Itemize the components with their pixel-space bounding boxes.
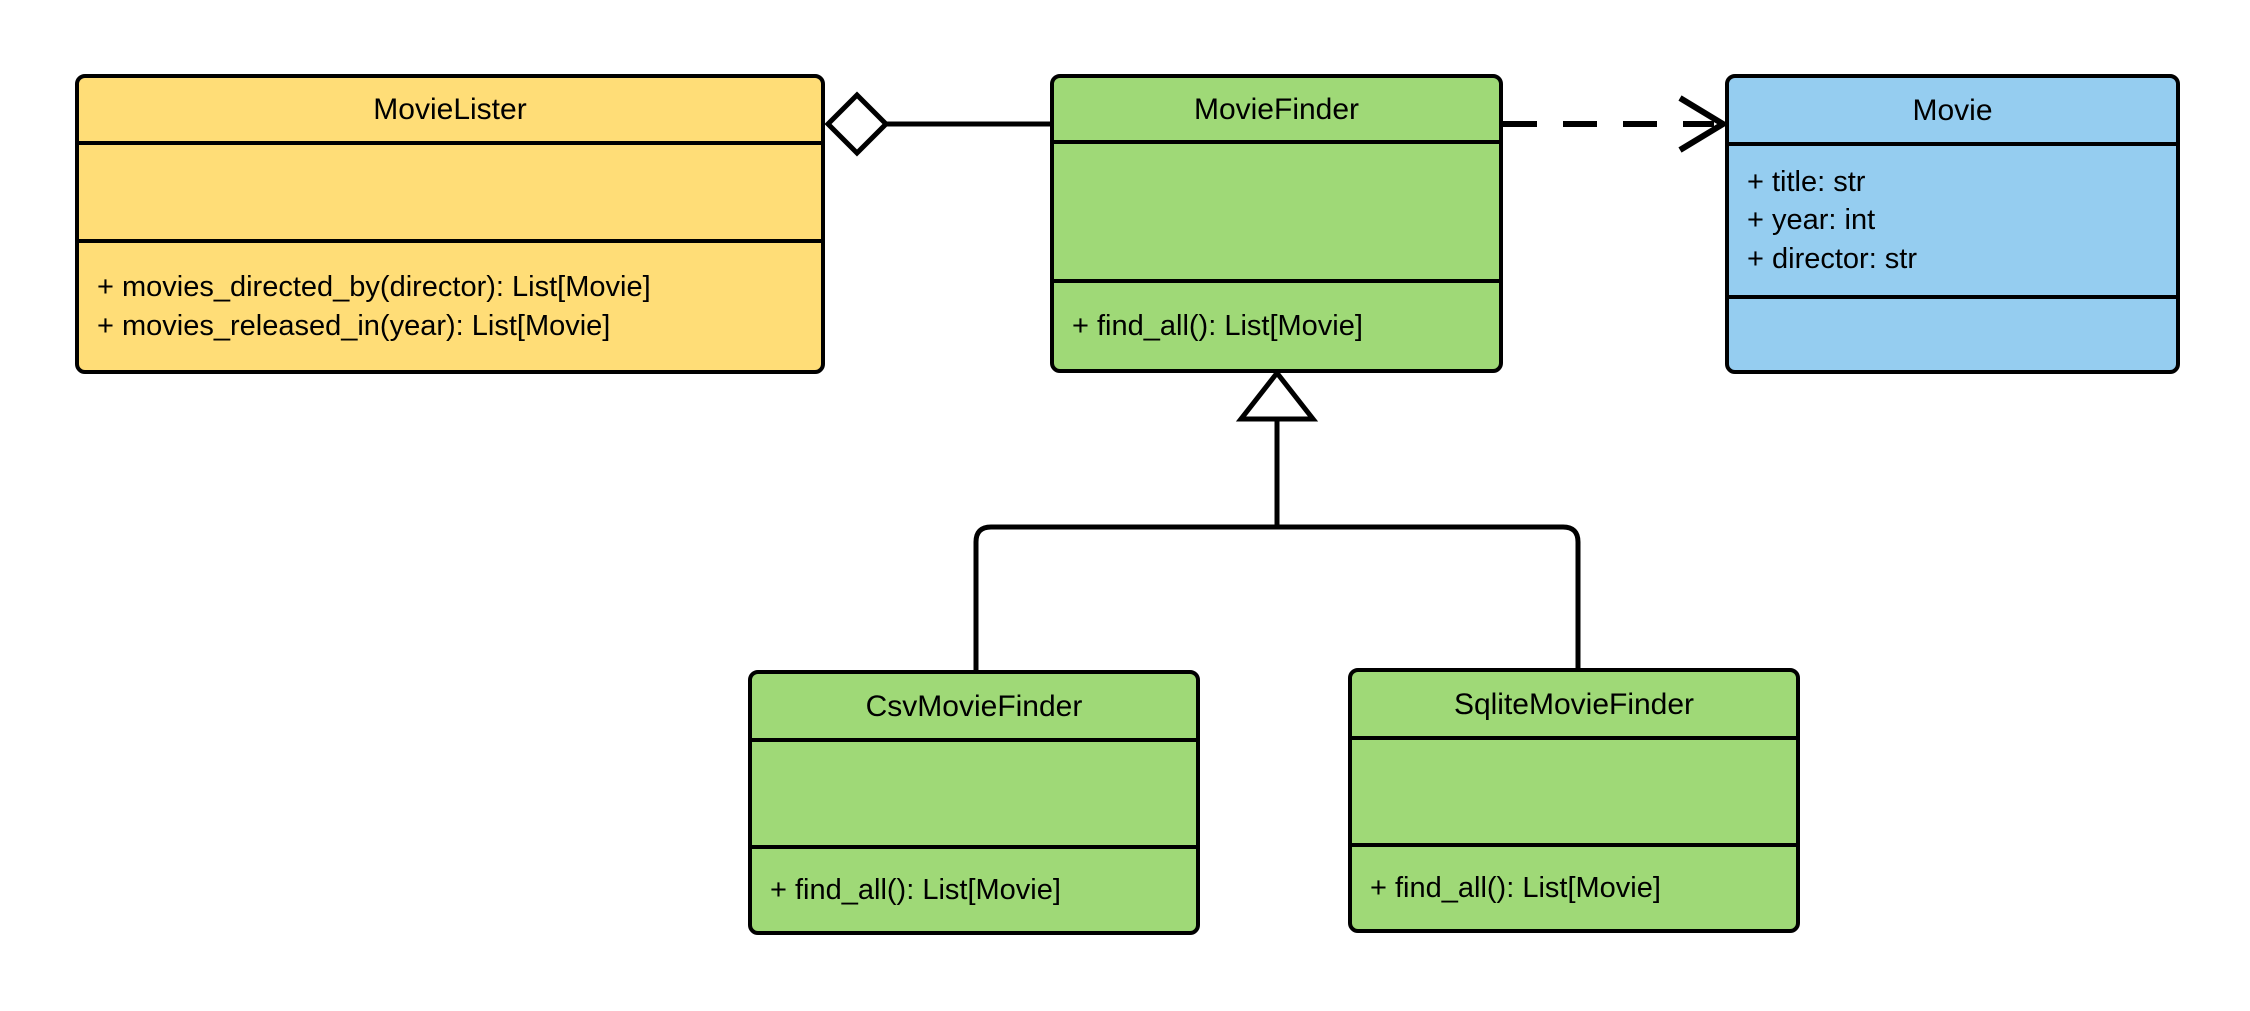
hollow-diamond-icon	[824, 91, 890, 157]
class-title-moviefinder: MovieFinder	[1193, 92, 1360, 126]
class-methods-compartment-csvmoviefinder: + find_all(): List[Movie]	[752, 845, 1196, 931]
hollow-triangle-icon	[1235, 368, 1319, 422]
class-name-compartment-movielister: MovieLister	[79, 78, 821, 141]
class-name-compartment-movie: Movie	[1729, 78, 2176, 142]
class-attribute-item: + title: str	[1747, 166, 1866, 199]
class-box-moviefinder[interactable]: MovieFinder + find_all(): List[Movie]	[1050, 74, 1503, 373]
generalization-edge-subclasses-moviefinder	[973, 368, 1581, 670]
class-name-compartment-sqlitemoviefinder: SqliteMovieFinder	[1352, 672, 1796, 736]
open-arrow-icon	[1678, 95, 1729, 153]
class-box-movie[interactable]: Movie + title: str + year: int + directo…	[1725, 74, 2180, 374]
class-box-csvmoviefinder[interactable]: CsvMovieFinder + find_all(): List[Movie]	[748, 670, 1200, 935]
class-method-item: + movies_directed_by(director): List[Mov…	[97, 271, 651, 304]
class-box-sqlitemoviefinder[interactable]: SqliteMovieFinder + find_all(): List[Mov…	[1348, 668, 1800, 933]
class-attributes-compartment-sqlitemoviefinder	[1352, 736, 1796, 843]
class-method-item: + find_all(): List[Movie]	[770, 873, 1061, 906]
class-methods-compartment-movielister: + movies_directed_by(director): List[Mov…	[79, 239, 821, 370]
class-method-item: + find_all(): List[Movie]	[1072, 309, 1363, 342]
class-box-movielister[interactable]: MovieLister + movies_directed_by(directo…	[75, 74, 825, 374]
generalization-branch	[973, 524, 1581, 670]
class-title-movielister: MovieLister	[373, 93, 527, 126]
class-method-item: + find_all(): List[Movie]	[1370, 871, 1661, 904]
class-name-compartment-csvmoviefinder: CsvMovieFinder	[752, 674, 1196, 738]
class-attributes-compartment-csvmoviefinder	[752, 738, 1196, 845]
class-attributes-compartment-movie: + title: str + year: int + director: str	[1729, 142, 2176, 295]
class-methods-compartment-moviefinder: + find_all(): List[Movie]	[1054, 279, 1499, 369]
class-title-movie: Movie	[1912, 93, 1993, 127]
class-name-compartment-moviefinder: MovieFinder	[1054, 78, 1499, 140]
dependency-edge-moviefinder-movie	[1503, 95, 1729, 153]
class-title-csvmoviefinder: CsvMovieFinder	[865, 689, 1083, 723]
aggregation-edge-movielister-moviefinder	[824, 91, 1050, 157]
class-methods-compartment-sqlitemoviefinder: + find_all(): List[Movie]	[1352, 843, 1796, 929]
class-attributes-compartment-moviefinder	[1054, 140, 1499, 279]
class-attribute-item: + director: str	[1747, 242, 1918, 275]
class-title-sqlitemoviefinder: SqliteMovieFinder	[1453, 687, 1695, 721]
class-method-item: + movies_released_in(year): List[Movie]	[97, 309, 611, 342]
class-attribute-item: + year: int	[1747, 204, 1876, 237]
class-attributes-compartment-movielister	[79, 141, 821, 239]
class-methods-compartment-movie	[1729, 295, 2176, 370]
